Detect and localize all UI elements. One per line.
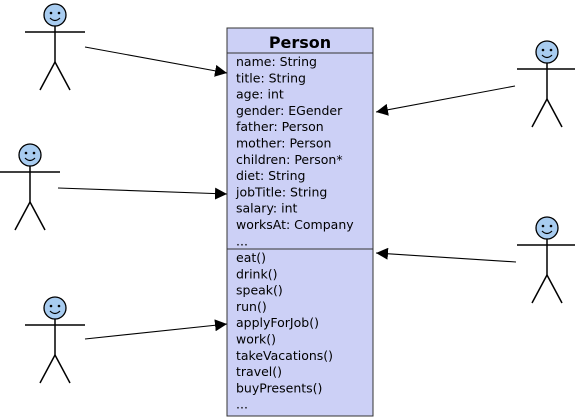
class-operation: speak() (236, 283, 283, 298)
association-arrow (57, 187, 228, 200)
class-attribute: jobTitle: String (235, 184, 327, 199)
class-name: Person (269, 33, 331, 52)
stick-figure-icon[interactable] (25, 3, 85, 91)
class-operation: drink() (236, 266, 277, 281)
stick-figure-icon[interactable] (517, 40, 575, 128)
actor-head (535, 216, 559, 240)
association-arrow (84, 46, 228, 77)
association-arrow (375, 247, 517, 263)
class-operation: buyPresents() (236, 380, 322, 395)
stick-figure-icon[interactable] (0, 143, 60, 231)
class-operation: takeVacations() (236, 348, 333, 363)
class-attribute: ... (236, 233, 248, 248)
class-attribute: father: Person (236, 119, 324, 134)
class-operation: travel() (236, 364, 282, 379)
actor-head (43, 296, 67, 320)
class-attribute: salary: int (236, 201, 298, 216)
class-box (226, 27, 374, 417)
class-attribute: age: int (236, 87, 284, 102)
class-attribute: name: String (236, 54, 317, 69)
class-attribute: title: String (236, 70, 306, 85)
actor-head (43, 3, 67, 27)
class-operation: eat() (236, 250, 266, 265)
actor-head (18, 143, 42, 167)
class-operation: ... (236, 397, 248, 412)
stick-figure-icon[interactable] (517, 216, 575, 304)
arrow-list (57, 46, 517, 340)
class-attribute: children: Person* (236, 152, 343, 167)
association-arrow (84, 319, 228, 340)
class-operation: run() (236, 299, 267, 314)
actor-list (0, 3, 575, 384)
actor-head (535, 40, 559, 64)
class-attribute: mother: Person (236, 136, 331, 151)
class-attribute: gender: EGender (236, 103, 343, 118)
stick-figure-icon[interactable] (25, 296, 85, 384)
operation-list: eat()drink() speak()run()applyForJob() wor… (236, 250, 333, 412)
class-operation: work() (236, 332, 276, 347)
class-attribute: worksAt: Company (236, 217, 354, 232)
association-arrow (375, 85, 516, 116)
class-attribute: diet: String (236, 168, 306, 183)
class-operation: applyForJob() (236, 315, 319, 330)
